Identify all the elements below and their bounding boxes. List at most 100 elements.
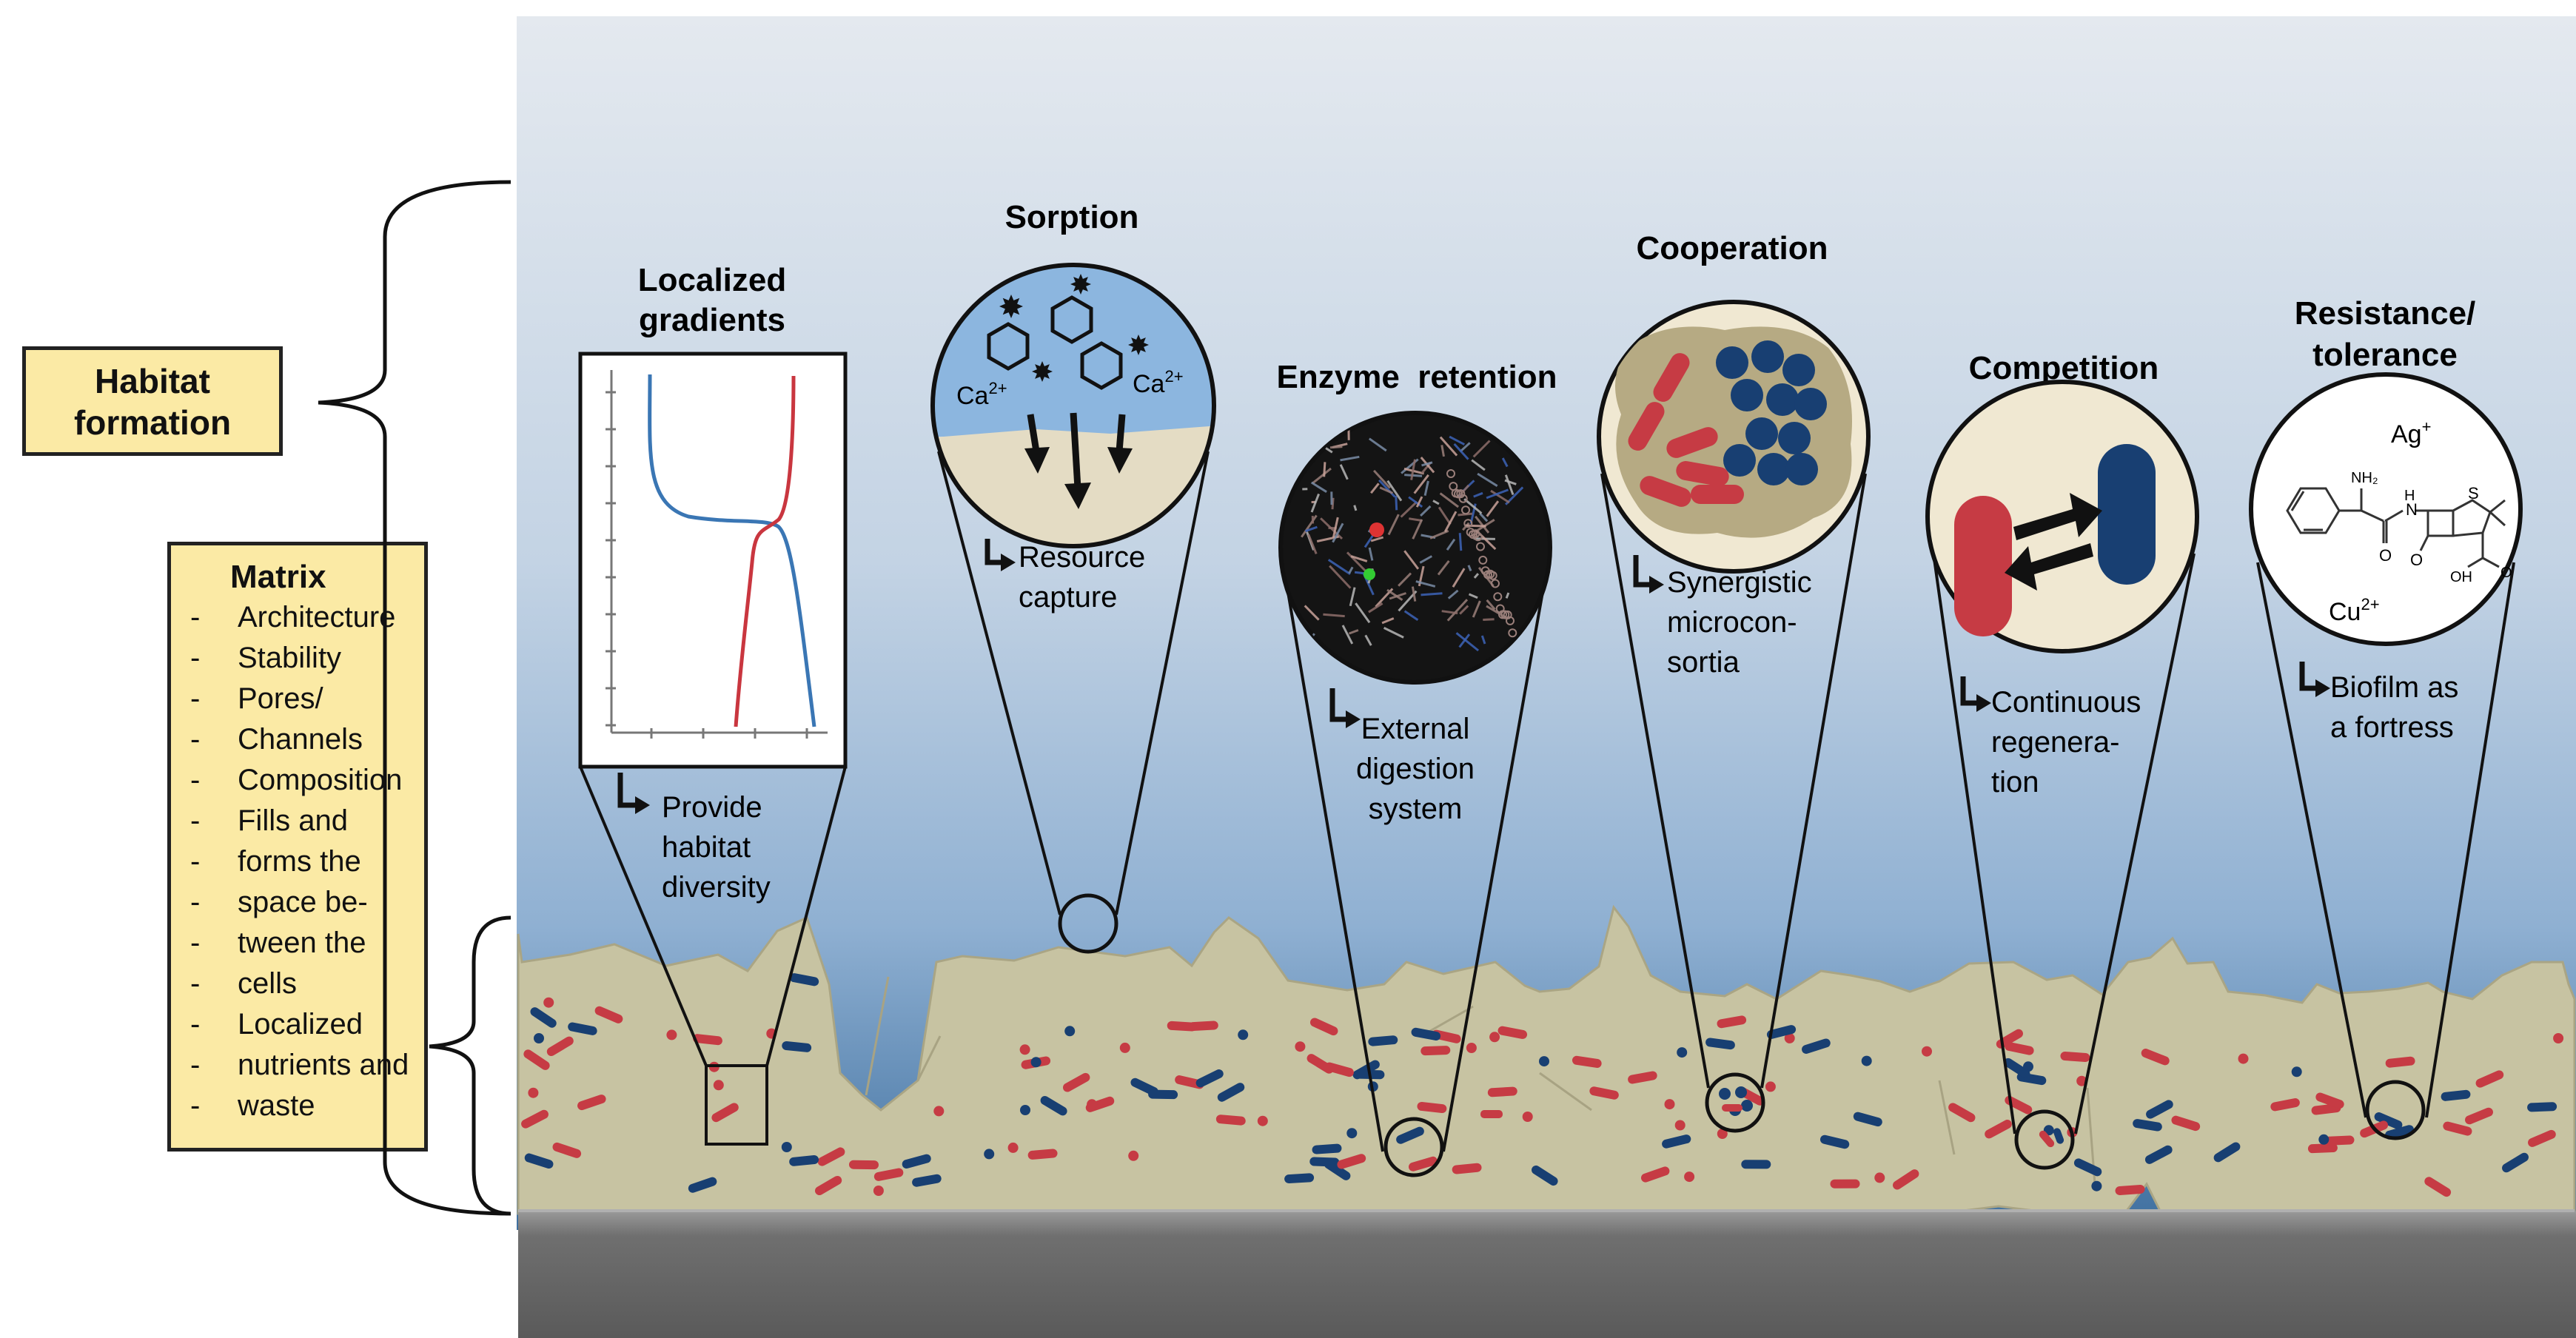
- matrix-item: Stability: [184, 638, 417, 679]
- cell-coccus: [1664, 1099, 1675, 1110]
- zoom-line: [937, 451, 1061, 915]
- enzyme-strand: [1501, 457, 1509, 468]
- matrix-item-continuation: nutrients and: [184, 1045, 417, 1086]
- substrate: [518, 1211, 2576, 1338]
- mol-o-amide: O: [2379, 546, 2392, 565]
- enzyme-strand: [1423, 480, 1429, 497]
- cell-rod: [1309, 1018, 1338, 1036]
- cell-rod: [1452, 1163, 1482, 1174]
- matrix-title: Matrix: [230, 559, 326, 595]
- cell-rod: [1766, 1025, 1797, 1039]
- sorption-site-circle: [1058, 893, 1118, 954]
- enzyme-strand: [1350, 555, 1368, 562]
- enzyme-strand: [1323, 613, 1345, 618]
- cell-rod: [1532, 1165, 1558, 1186]
- panel-competition: Competition Continuous regenera- tion: [1925, 350, 2199, 1170]
- cell-coccus: [2238, 1053, 2249, 1064]
- consortium-red-rod: [1653, 353, 1690, 402]
- enzyme-strand: [1458, 533, 1463, 551]
- enzyme-chain: [1506, 616, 1515, 625]
- enzyme-strand: [1395, 495, 1398, 511]
- cooperation-caption-line2: microcon-: [1667, 606, 1797, 639]
- cell-rod: [1705, 1038, 1735, 1050]
- cell-rod: [2213, 1142, 2241, 1163]
- cell-coccus: [1674, 1120, 1686, 1131]
- cell-rod: [2270, 1098, 2300, 1112]
- cell-rod: [711, 1103, 739, 1123]
- ion-ag: Ag+: [2391, 417, 2431, 448]
- enzyme-strand: [1411, 586, 1417, 602]
- site-coccus: [1735, 1086, 1747, 1098]
- enzyme-strand: [1403, 610, 1419, 622]
- cell-rod: [2171, 1115, 2201, 1132]
- cell-rod: [2307, 1143, 2338, 1154]
- cell-rod: [2073, 1158, 2102, 1177]
- cell-coccus: [1874, 1172, 1885, 1183]
- enzyme-strand: [1408, 496, 1423, 508]
- enzyme-strand: [1441, 610, 1458, 615]
- consortium-blue-coccus: [1757, 453, 1790, 485]
- cell-rod: [2465, 1107, 2493, 1125]
- cell-rod: [552, 1142, 582, 1158]
- cell-coccus: [2091, 1180, 2102, 1191]
- cell-rod: [2060, 1051, 2090, 1063]
- cell-coccus: [1064, 1026, 1076, 1037]
- matrix-item: Composition: [184, 760, 417, 801]
- gradient-curve-blue: [648, 374, 816, 727]
- zoom-line: [579, 766, 708, 1066]
- cell-rod: [688, 1177, 717, 1193]
- enzyme-strand: [1329, 446, 1343, 449]
- cell-coccus: [1119, 1042, 1130, 1053]
- cell-coccus: [984, 1149, 995, 1160]
- cell-rod: [693, 1034, 722, 1046]
- cell-rod: [1628, 1071, 1657, 1084]
- consortium-red-rod: [1691, 485, 1744, 504]
- consortium-blue-coccus: [1723, 444, 1756, 477]
- cell-rod: [849, 1160, 879, 1170]
- panel-resistance: Resistance/ tolerance Ag+ Cu2+: [2249, 295, 2523, 1140]
- resistance-caption-line2: a fortress: [2330, 711, 2454, 744]
- cell-coccus: [1717, 1129, 1728, 1139]
- cell-rod: [1040, 1095, 1067, 1116]
- enzyme-strand: [1368, 602, 1383, 613]
- competitor-red-cell: [1954, 496, 2012, 636]
- consortium-blue-coccus: [1785, 453, 1818, 485]
- cell-rod: [2475, 1070, 2504, 1088]
- mol-o-lactam: O: [2410, 551, 2423, 569]
- resistance-title-line2: tolerance: [2312, 337, 2458, 373]
- enzyme-strand: [1331, 497, 1335, 510]
- cell-rod: [2003, 1058, 2030, 1078]
- site-coccus: [1741, 1100, 1753, 1112]
- mol-n: N: [2406, 500, 2418, 519]
- cooperation-caption-line3: sortia: [1667, 646, 1740, 679]
- biofilm-cells: [521, 973, 2564, 1197]
- cell-rod: [1640, 1166, 1670, 1183]
- cell-rod: [1324, 1160, 1351, 1180]
- cell-rod: [1062, 1072, 1090, 1092]
- cell-rod: [577, 1095, 606, 1111]
- caption-arrow-head: [2315, 679, 2330, 697]
- cell-rod: [530, 1007, 557, 1028]
- consortium-blue-coccus: [1731, 379, 1763, 411]
- panel-cooperation: Cooperation Synergistic microcon- sortia: [1597, 230, 1871, 1133]
- zoom-line: [1442, 591, 1544, 1152]
- enzyme-strand: [1473, 491, 1483, 498]
- competitor-blue-cell: [2098, 444, 2156, 585]
- hexagon-molecule: [1050, 295, 1093, 344]
- competition-caption-line1: Continuous: [1991, 686, 2141, 719]
- enzyme-strand: [1468, 593, 1478, 599]
- competition-caption-line2: regenera-: [1991, 726, 2119, 759]
- cell-rod: [2133, 1119, 2162, 1132]
- consortium-blue-coccus: [1745, 417, 1778, 450]
- enzyme-strand: [1467, 565, 1472, 571]
- sorption-caption-line1: Resource: [1019, 541, 1145, 574]
- enzyme-strand: [1415, 580, 1436, 588]
- enzyme-chain: [1463, 519, 1473, 528]
- cell-rod: [1368, 1035, 1398, 1046]
- enzyme-strand: [1483, 618, 1495, 621]
- cell-coccus: [873, 1186, 884, 1196]
- matrix-item-continuation: forms the: [184, 841, 417, 882]
- enzyme-strand: [1421, 461, 1433, 467]
- caption-arrow-head: [1649, 576, 1664, 594]
- zoom-line: [1760, 473, 1867, 1089]
